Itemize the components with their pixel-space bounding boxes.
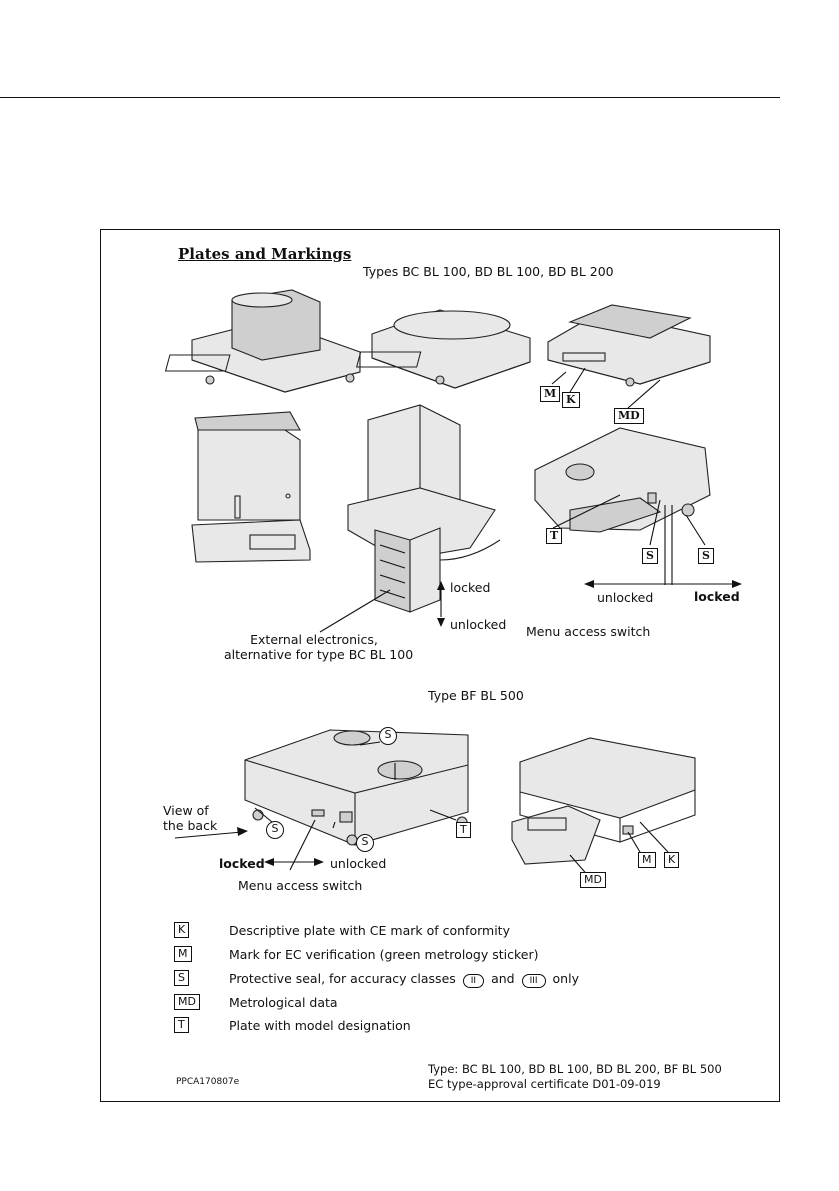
seal-circle-right: S: [356, 834, 374, 852]
legend-row-k: K Descriptive plate with CE mark of conf…: [174, 922, 734, 940]
code-box-m-bottom: M: [638, 852, 656, 868]
seal-circle-left: S: [266, 821, 284, 839]
legend-code: T: [174, 1017, 189, 1033]
legend-row-s: S Protective seal, for accuracy classes …: [174, 970, 734, 988]
legend-text: Plate with model designation: [229, 1018, 411, 1033]
legend-code: K: [174, 922, 190, 938]
legend-text-s: Protective seal, for accuracy classes II…: [229, 971, 579, 988]
top-rule: [0, 97, 780, 98]
unlocked-bottom-label: unlocked: [330, 856, 387, 871]
balance-6-illustration: [534, 427, 742, 588]
balance-1-illustration: [164, 289, 361, 393]
legend-row-m: M Mark for EC verification (green metrol…: [174, 946, 734, 964]
page-title: Plates and Markings: [178, 245, 352, 263]
footer-type-line: Type: BC BL 100, BD BL 100, BD BL 200, B…: [428, 1062, 722, 1076]
view-of-back-label: View of the back: [163, 803, 217, 833]
legend-text: Metrological data: [229, 995, 338, 1010]
code-box-k-bottom: K: [664, 852, 680, 868]
balance-5-illustration: [319, 404, 501, 633]
legend-and: and: [491, 971, 515, 986]
balance-2-illustration: [355, 309, 531, 389]
legend-code: S: [174, 970, 189, 986]
footer-cert-line: EC type-approval certificate D01-09-019: [428, 1077, 661, 1091]
legend-text: Descriptive plate with CE mark of confor…: [229, 923, 510, 938]
figure-code: PPCA170807e: [176, 1077, 240, 1087]
locked-label: locked: [450, 580, 491, 595]
seal-circle-top-label: S: [384, 728, 392, 741]
view-line-2: the back: [163, 818, 218, 833]
legend-only: only: [552, 971, 579, 986]
accuracy-class-ii-badge: II: [462, 974, 485, 988]
locked-bottom-label: locked: [219, 856, 265, 871]
accuracy-class-iii-badge: III: [521, 974, 546, 988]
balance-3-illustration: [547, 304, 711, 409]
legend-code: MD: [174, 994, 200, 1010]
external-line-1: External electronics,: [250, 632, 378, 647]
balance-8-illustration: [511, 737, 696, 879]
seal-circle-top: S: [379, 727, 397, 745]
legend-text: Protective seal, for accuracy classes: [229, 971, 456, 986]
legend-row-t: T Plate with model designation: [174, 1017, 734, 1035]
code-box-t: T: [546, 528, 563, 544]
code-box-md: MD: [614, 408, 644, 424]
menu-access-label-top: Menu access switch: [526, 624, 651, 639]
code-box-s-right: S: [698, 548, 714, 564]
locked-right-label: locked: [694, 589, 740, 604]
seal-circle-right-label: S: [361, 835, 369, 848]
legend-code: M: [174, 946, 192, 962]
legend-row-md: MD Metrological data: [174, 994, 734, 1012]
legend-text: Mark for EC verification (green metrolog…: [229, 947, 539, 962]
code-box-k: K: [562, 392, 580, 408]
balance-7-illustration: [174, 729, 469, 871]
code-box-m: M: [540, 386, 561, 402]
types-bottom-label: Type BF BL 500: [428, 688, 524, 703]
external-electronics-label: External electronics, alternative for ty…: [224, 632, 414, 662]
unlocked-label: unlocked: [450, 617, 507, 632]
menu-access-label-bottom: Menu access switch: [238, 878, 363, 893]
code-box-md-bottom: MD: [580, 872, 606, 888]
external-line-2: alternative for type BC BL 100: [224, 647, 414, 662]
view-line-1: View of: [163, 803, 209, 818]
balance-4-illustration: [191, 411, 311, 563]
code-box-t-bottom: T: [456, 822, 471, 838]
types-top-label: Types BC BL 100, BD BL 100, BD BL 200: [363, 264, 614, 279]
seal-circle-left-label: S: [271, 822, 279, 835]
code-box-s-left: S: [642, 548, 658, 564]
unlocked-right-label: unlocked: [597, 590, 654, 605]
figure-frame: [100, 229, 780, 1102]
